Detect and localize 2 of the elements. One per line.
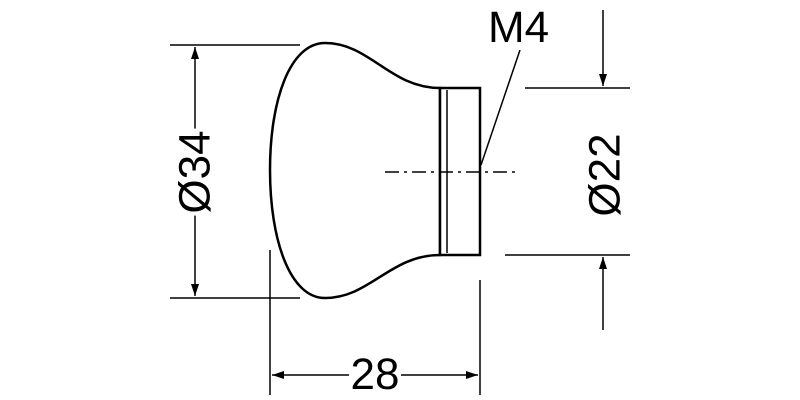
- knob-drawing: [268, 42, 482, 300]
- leader-line: [480, 50, 521, 166]
